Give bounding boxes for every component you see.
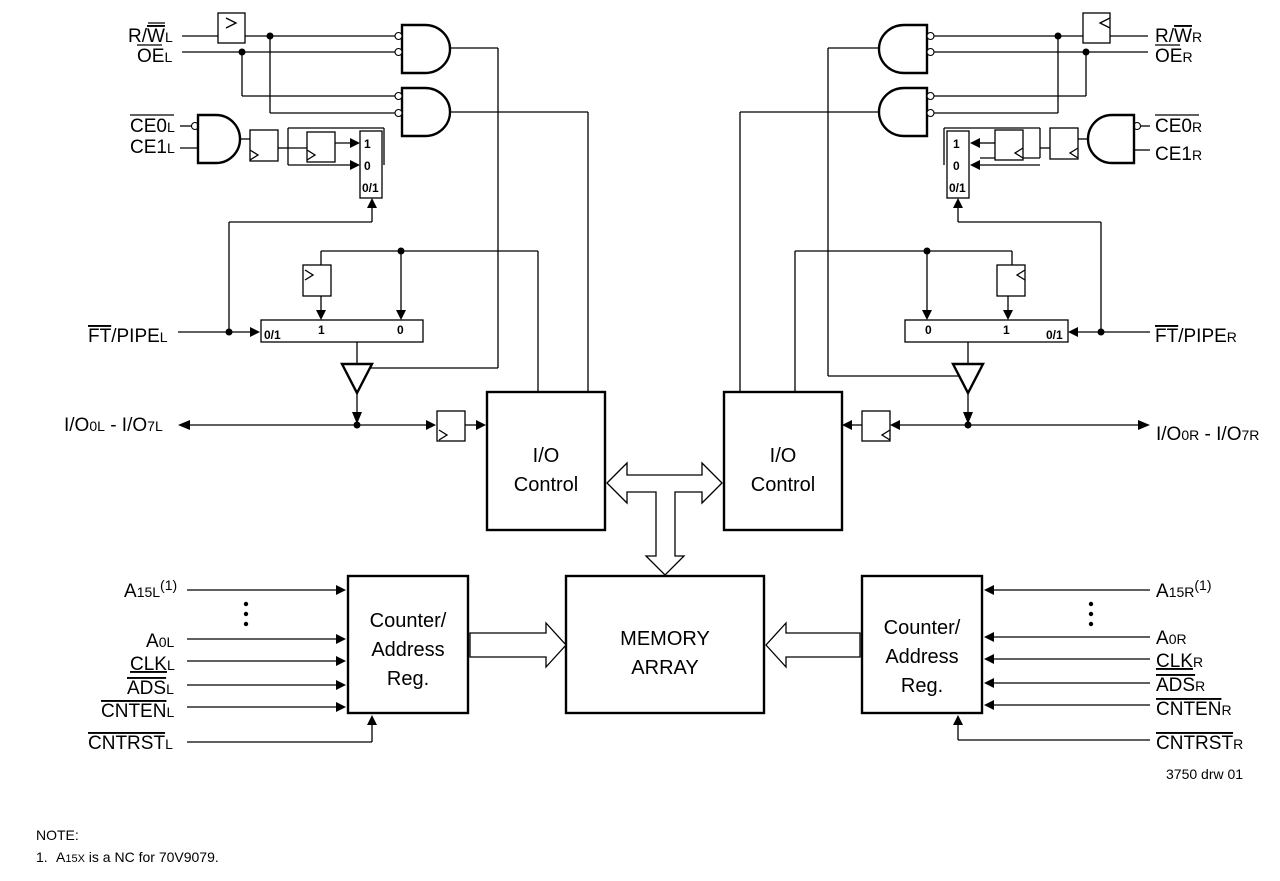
cntrst-right-label: CNTRSTR: [1156, 733, 1243, 754]
ce0-right-label: CE0R: [1155, 116, 1202, 137]
mux-label: 1: [1003, 323, 1010, 337]
mux-label: 0/1: [264, 328, 281, 342]
and-gate-left-1: [400, 23, 452, 75]
rw-left-label: R/WL: [128, 26, 173, 47]
cnten-left-label: CNTENL: [101, 701, 174, 722]
io-right-register: [861, 410, 891, 442]
io-control-right: [722, 390, 844, 532]
pipe-left-register: [302, 264, 332, 297]
left-port: R/WL OEL CE0L CE1L: [64, 12, 589, 442]
mux-label: 0/1: [1046, 328, 1063, 342]
a15-right-label: A15R(1): [1156, 577, 1212, 602]
ce-right-register-1: [1049, 127, 1079, 160]
io-control-right-text: I/O: [770, 445, 797, 467]
ft-pipe-left-label: FT/PIPEL: [88, 326, 168, 347]
output-buffer-left: [340, 362, 374, 396]
address-bus-arrow-left: [469, 621, 567, 669]
address-inputs-right: A15R(1) A0R CLKR ADSR CNTENR CNTRSTR: [953, 577, 1243, 754]
mux-label: 0/1: [362, 181, 379, 195]
cntrst-left-label: CNTRSTL: [88, 733, 173, 754]
ft-pipe-right-label: FT/PIPER: [1155, 326, 1237, 347]
oe-left-label: OEL: [137, 46, 172, 67]
a15-left-label: A15L(1): [124, 577, 177, 602]
and-gate-right-1: [877, 23, 929, 75]
and-gate-right-ce: [1086, 113, 1136, 165]
counter-right-text: Reg.: [901, 675, 943, 697]
io-right-label: I/O0R - I/O7R: [1156, 424, 1259, 445]
mux-label: 0/1: [949, 181, 966, 195]
io-left-register: [436, 410, 466, 442]
note-section: NOTE: 1. A15X is a NC for 70V9079.: [36, 824, 219, 870]
note-item: 1. A15X is a NC for 70V9079.: [36, 846, 219, 870]
counter-left-text: Reg.: [387, 668, 429, 690]
a0-right-label: A0R: [1156, 628, 1187, 649]
memory-array-text: ARRAY: [631, 657, 698, 679]
mux-label: 1: [318, 323, 325, 337]
data-bus-arrow: [606, 461, 723, 576]
rw-right-register: [1082, 12, 1111, 44]
note-text: is a NC for 70V9079.: [84, 849, 219, 865]
and-gate-left-ce: [196, 113, 242, 165]
ce0-left-label: CE0L: [130, 116, 175, 137]
counter-address-right: [860, 574, 984, 715]
ce1-right-label: CE1R: [1155, 144, 1202, 165]
ce1-left-label: CE1L: [130, 137, 175, 158]
oe-right-label: OER: [1155, 46, 1193, 67]
clk-left-label: CLKL: [130, 654, 175, 675]
rw-right-label: R/WR: [1155, 26, 1202, 47]
memory-array-text: MEMORY: [620, 628, 710, 650]
mux-label: 0: [953, 159, 960, 173]
ce-left-mux: [359, 130, 383, 199]
and-gate-right-2: [877, 86, 929, 138]
center-blocks: I/O Control I/O Control MEMORY ARRAY Cou…: [346, 390, 984, 715]
block-diagram: R/WL OEL CE0L CE1L: [64, 12, 1259, 782]
clk-right-label: CLKR: [1156, 651, 1203, 672]
cnten-right-label: CNTENR: [1156, 699, 1232, 720]
note-heading: NOTE:: [36, 827, 79, 843]
rw-left-register: [217, 12, 246, 44]
a0-left-label: A0L: [146, 631, 174, 652]
mux-label: 0: [397, 323, 404, 337]
counter-left-text: Address: [371, 639, 444, 661]
pipe-left-mux: [260, 319, 424, 343]
drawing-id: 3750 drw 01: [1166, 766, 1243, 782]
output-buffer-right: [951, 362, 985, 396]
pipe-right-mux: [904, 319, 1069, 343]
note-signal-sub: 15X: [65, 853, 85, 865]
address-inputs-left: A15L(1) A0L CLKL ADSL CNTENL CNTRSTL: [88, 577, 377, 754]
counter-address-left: [346, 574, 470, 715]
memory-array: [564, 574, 766, 715]
ce-left-register-1: [249, 129, 279, 162]
mux-label: 0: [925, 323, 932, 337]
io-control-left-text: I/O: [533, 445, 560, 467]
io-control-left: [485, 390, 607, 532]
ads-left-label: ADSL: [127, 678, 174, 699]
io-control-left-text: Control: [514, 474, 578, 496]
counter-right-text: Address: [885, 646, 958, 668]
mux-label: 0: [364, 159, 371, 173]
and-gate-left-2: [400, 86, 452, 138]
mux-label: 1: [364, 137, 371, 151]
address-bus-arrow-right: [765, 621, 861, 669]
ads-right-label: ADSR: [1156, 675, 1205, 696]
pipe-right-register: [996, 264, 1026, 297]
counter-right-text: Counter/: [884, 617, 961, 639]
mux-label: 1: [953, 137, 960, 151]
note-signal: A: [56, 849, 66, 865]
counter-left-text: Counter/: [370, 610, 447, 632]
io-control-right-text: Control: [751, 474, 815, 496]
io-left-label: I/O0L - I/O7L: [64, 415, 163, 436]
right-port: R/WR OER CE0R CE1R: [739, 12, 1259, 445]
note-number: 1.: [36, 849, 48, 865]
